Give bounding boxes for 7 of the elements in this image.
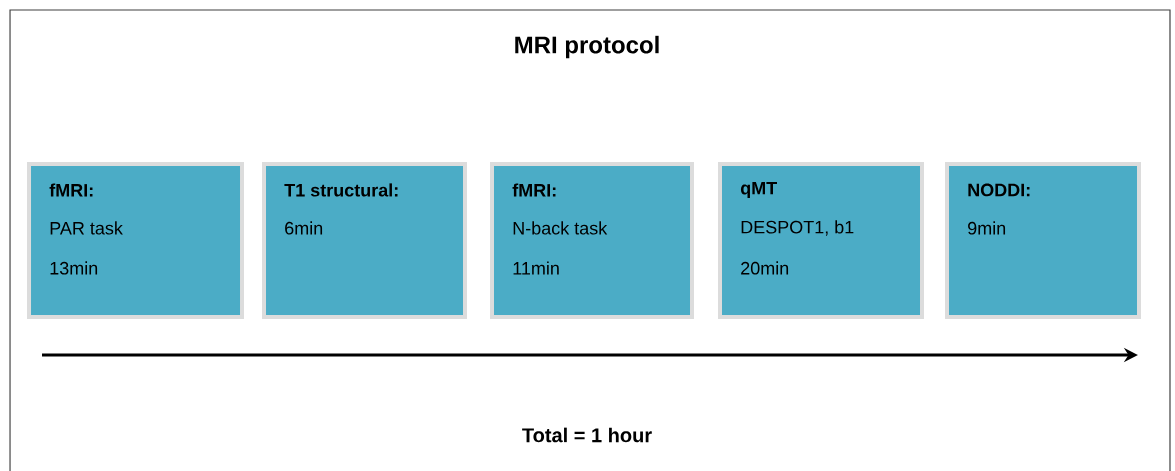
step-box: fMRI: PAR task 13min bbox=[27, 162, 244, 319]
title: MRI protocol bbox=[515, 35, 659, 59]
total-note: Total = 1 hour bbox=[522, 427, 652, 443]
step-box: T1 structural: 6min bbox=[262, 162, 467, 319]
step-box: fMRI: N-back task 11min bbox=[490, 162, 694, 319]
step-box: qMT DESPOT1, b1 20min bbox=[718, 162, 924, 319]
step-box: NODDI: 9min bbox=[945, 162, 1141, 319]
